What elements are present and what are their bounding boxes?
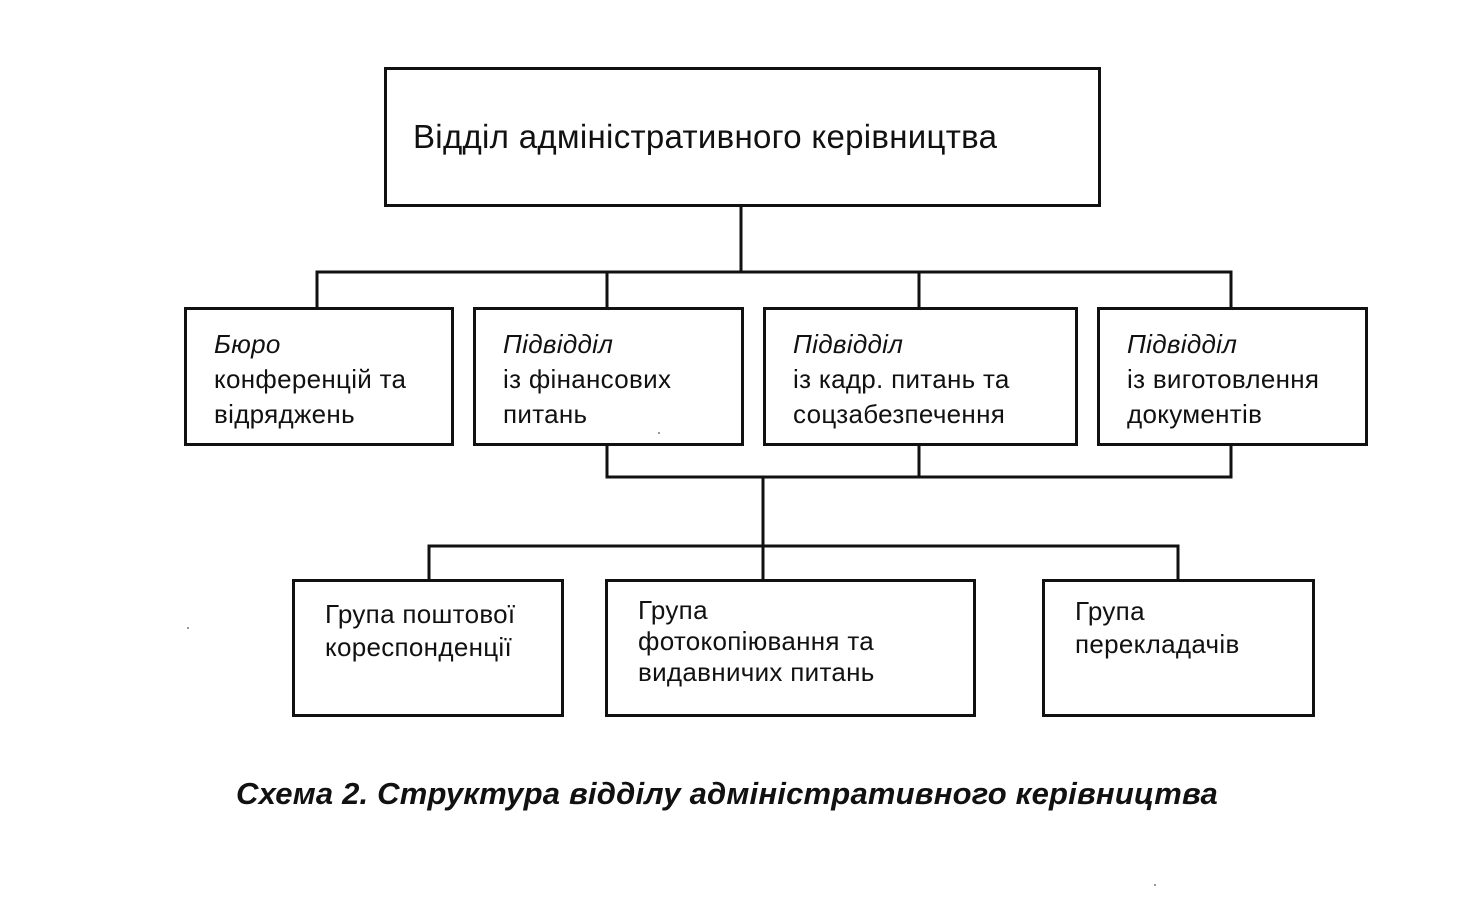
subunit-line: Підвідділ	[1127, 329, 1238, 359]
subunit-box-documents: Підвідділ із виготовлення документів	[1097, 307, 1368, 446]
scan-speck	[1154, 884, 1156, 886]
subunit-line: Бюро	[214, 329, 281, 359]
subunit-label-finance: Підвідділ із фінансових питань	[503, 327, 671, 432]
group-box-translators: Група перекладачів	[1042, 579, 1315, 717]
subunit-label-hr: Підвідділ із кадр. питань та соцзабезпеч…	[793, 327, 1010, 432]
subunit-line: відряджень	[214, 399, 355, 429]
subunit-label-documents: Підвідділ із виготовлення документів	[1127, 327, 1319, 432]
scan-speck	[658, 432, 660, 434]
subunit-line: із виготовлення	[1127, 364, 1320, 394]
group-line: Група	[638, 595, 708, 625]
scan-speck	[187, 627, 189, 629]
subunit-box-finance: Підвідділ із фінансових питань	[473, 307, 744, 446]
group-line: фотокопіювання та	[638, 626, 875, 656]
subunit-line: із фінансових	[503, 364, 672, 394]
subunit-box-bureau: Бюро конференцій та відряджень	[184, 307, 454, 446]
group-box-photocopy: Група фотокопіювання та видавничих питан…	[605, 579, 976, 717]
group-line: кореспонденції	[325, 632, 513, 662]
subunit-box-hr: Підвідділ із кадр. питань та соцзабезпеч…	[763, 307, 1078, 446]
group-line: перекладачів	[1075, 629, 1240, 659]
root-department-box: Відділ адміністративного керівництва	[384, 67, 1101, 207]
group-line: Група	[1075, 596, 1145, 626]
subunit-line: конференцій та	[214, 364, 407, 394]
root-department-line: Відділ адміністративного керівництва	[413, 118, 998, 155]
group-label-photocopy: Група фотокопіювання та видавничих питан…	[638, 595, 875, 688]
group-label-translators: Група перекладачів	[1075, 595, 1240, 661]
subunit-line: соцзабезпечення	[793, 399, 1006, 429]
group-label-mail: Група поштової кореспонденції	[325, 598, 515, 664]
subunit-line: Підвідділ	[793, 329, 904, 359]
diagram-caption: Схема 2. Структура відділу адміністратив…	[236, 776, 1218, 811]
subunit-line: Підвідділ	[503, 329, 614, 359]
group-line: видавничих питань	[638, 657, 875, 687]
group-line: Група поштової	[325, 599, 516, 629]
subunit-line: документів	[1127, 399, 1263, 429]
root-department-label: Відділ адміністративного керівництва	[413, 117, 997, 157]
subunit-line: питань	[503, 399, 588, 429]
group-box-mail: Група поштової кореспонденції	[292, 579, 564, 717]
subunit-line: із кадр. питань та	[793, 364, 1010, 394]
subunit-label-bureau: Бюро конференцій та відряджень	[214, 327, 406, 432]
